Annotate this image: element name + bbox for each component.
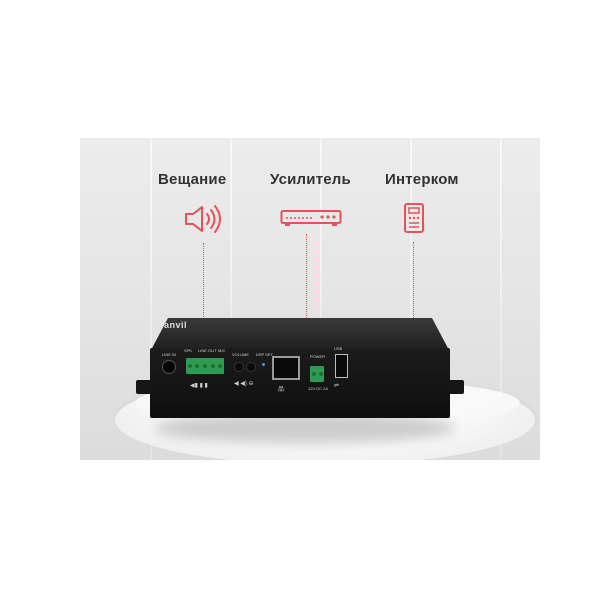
connector-line [413, 242, 414, 354]
wall-panel-line [410, 138, 412, 460]
product-scene: Вещание Усилитель Интерком Fanv [80, 138, 540, 460]
network-icon: 品 [278, 387, 285, 393]
line-out-label: LINE OUT [198, 348, 217, 353]
status-led [262, 363, 265, 366]
ethernet-port[interactable] [272, 356, 300, 380]
feature-label-intercom: Интерком [385, 171, 459, 188]
wall-panel-line [500, 138, 502, 460]
speaker-glyph-icon: ◀▮ ▮ ▮ [190, 383, 208, 389]
dsp-set-label: DSP SET [256, 352, 274, 357]
connector-line [306, 234, 307, 364]
power-label: POWER [310, 354, 326, 359]
connector-line [203, 243, 204, 355]
usb-port[interactable] [335, 354, 348, 378]
dc-label: 12V DC 2A [308, 386, 329, 391]
line-in-jack[interactable] [162, 360, 176, 374]
spk-label: SPK [184, 348, 193, 353]
mic-label: MIC [218, 348, 226, 353]
speaker-icon [185, 205, 221, 233]
audio-gateway-device: Fanvil LINE IN SPK LINE OUT MIC ◀▮ ▮ ▮ V… [136, 318, 464, 433]
wall-panel-line [230, 138, 232, 460]
feature-label-broadcast: Вещание [158, 171, 227, 188]
wall-panel-line [320, 138, 322, 460]
device-front-panel: LINE IN SPK LINE OUT MIC ◀▮ ▮ ▮ VOLUME D… [150, 346, 450, 418]
amplifier-icon [280, 210, 342, 226]
power-terminal[interactable] [310, 366, 324, 382]
volume-label: VOLUME [232, 352, 249, 357]
volume-up-button[interactable] [246, 362, 256, 372]
intercom-icon [404, 203, 424, 233]
terminal-block[interactable] [186, 358, 224, 374]
usb-icon: ⇌ [334, 383, 340, 389]
feature-label-amplifier: Усилитель [270, 171, 351, 188]
usb-label: USB [334, 346, 343, 351]
device-shadow [155, 413, 455, 443]
volume-down-button[interactable] [234, 362, 244, 372]
brand-logo: Fanvil [158, 320, 188, 330]
volume-glyph-icon: ◀ ◀) ⊖ [234, 381, 254, 387]
line-in-label: LINE IN [162, 352, 177, 357]
device-top-cover: Fanvil [150, 318, 450, 352]
wall-panel-line [150, 138, 152, 460]
